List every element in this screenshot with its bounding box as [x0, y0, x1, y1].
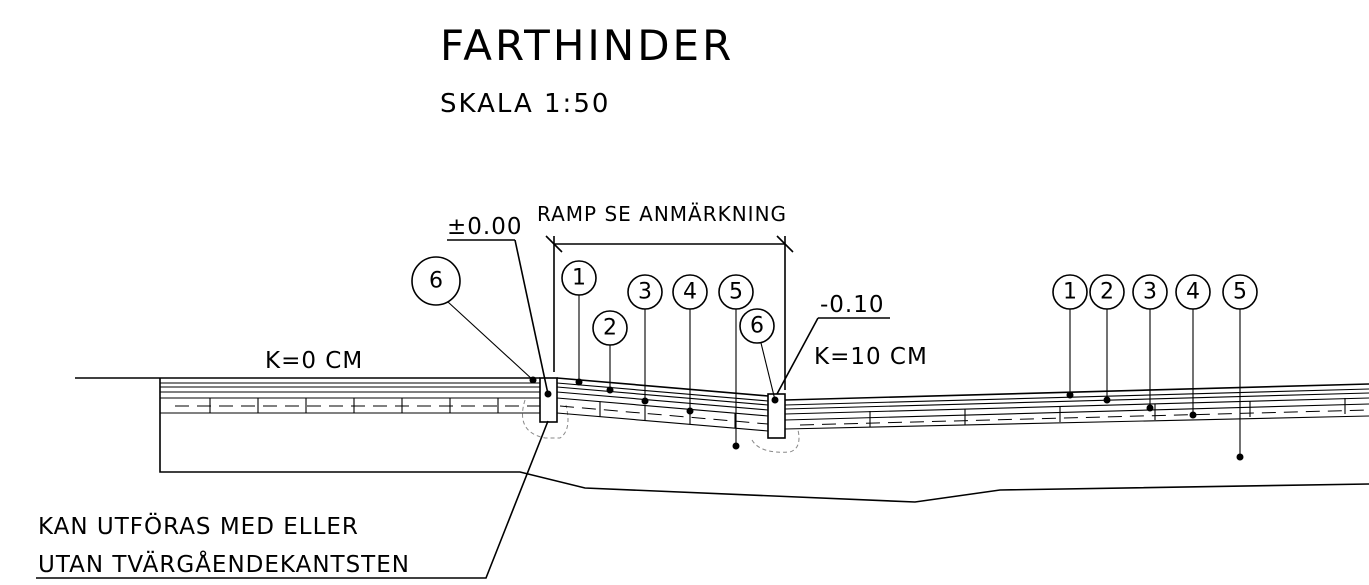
drawing-scale: SKALA 1:50 [440, 89, 610, 119]
svg-text:6: 6 [429, 269, 443, 294]
curbstone-left [522, 377, 569, 439]
callout-1-ramp: 1 [561, 260, 597, 386]
callout-2-ramp: 2 [592, 310, 628, 394]
callout-1-right: 1 [1052, 274, 1088, 399]
callout-3-right: 3 [1132, 274, 1168, 412]
svg-text:4: 4 [683, 280, 697, 305]
svg-text:6: 6 [750, 314, 764, 339]
callout-6-right: 6 [739, 308, 779, 404]
svg-text:3: 3 [1143, 280, 1157, 305]
svg-text:4: 4 [1186, 280, 1200, 305]
pavement-layers-right [784, 383, 1369, 430]
level-right-label: -0.10 [820, 292, 885, 318]
svg-text:3: 3 [638, 280, 652, 305]
ramp-dimension-line [545, 235, 794, 390]
ramp-layers [556, 377, 769, 432]
svg-text:1: 1 [572, 266, 586, 291]
curb-left-label: K=0 CM [265, 348, 363, 374]
callout-2-right: 2 [1089, 274, 1125, 404]
callout-5-ramp: 5 [718, 274, 754, 450]
level-left-label: ±0.00 [447, 214, 522, 240]
level-left-leader [514, 239, 549, 395]
svg-text:1: 1 [1063, 280, 1077, 305]
note-leader [36, 420, 549, 579]
pavement-layers-left [160, 382, 540, 414]
svg-text:2: 2 [603, 316, 617, 341]
callout-4-right: 4 [1175, 274, 1211, 419]
ground-profile [75, 377, 1369, 503]
curbstone-right [751, 393, 800, 453]
curb-right-label: K=10 CM [814, 344, 928, 370]
ramp-label: RAMP SE ANMÄRKNING [537, 202, 787, 226]
callout-4-ramp: 4 [672, 274, 708, 415]
callout-3-ramp: 3 [627, 274, 663, 405]
level-right-leader [776, 317, 819, 395]
svg-text:2: 2 [1100, 280, 1114, 305]
note-line-2: UTAN TVÄRGÅENDEKANTSTEN [38, 550, 410, 578]
callout-6-left: 6 [411, 256, 537, 384]
note-line-1: KAN UTFÖRAS MED ELLER [38, 512, 359, 540]
level-left-point [544, 390, 552, 398]
svg-text:5: 5 [1233, 280, 1247, 305]
drawing-title: FARTHINDER [440, 21, 734, 70]
svg-text:5: 5 [729, 280, 743, 305]
callout-5-right: 5 [1222, 274, 1258, 461]
